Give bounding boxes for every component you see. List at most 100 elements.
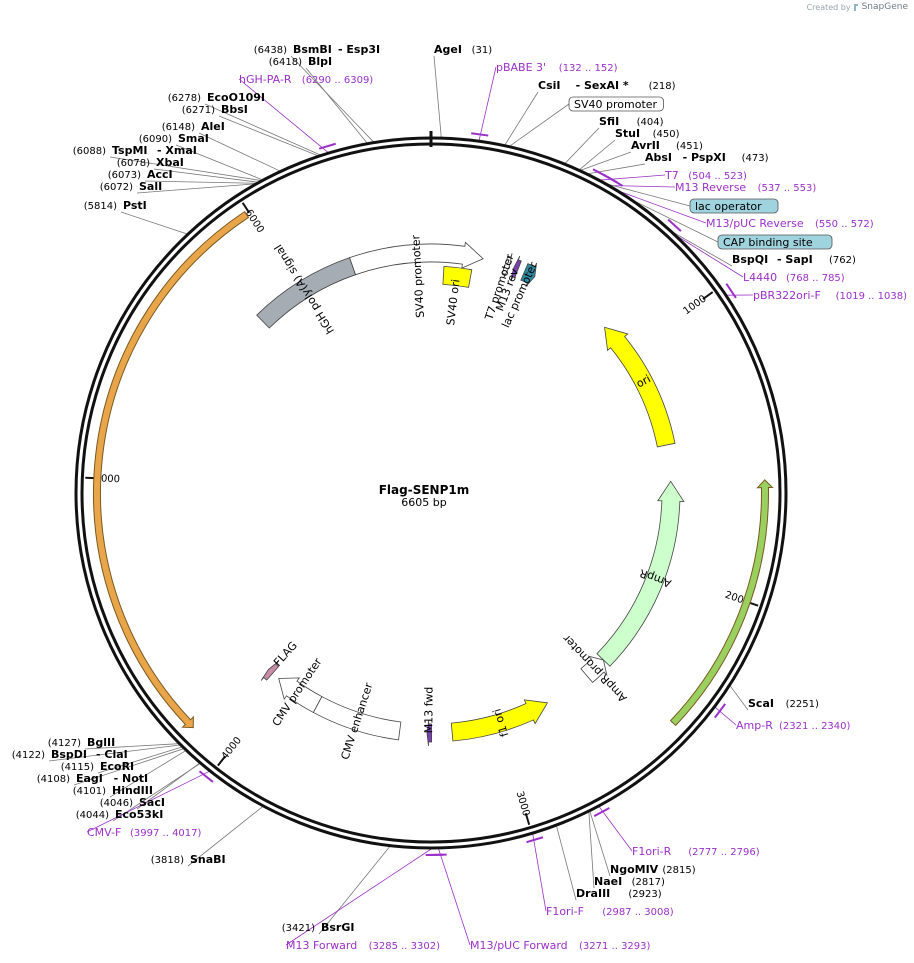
enzyme-leader-scai xyxy=(728,683,749,711)
primer-name: CMV-F xyxy=(87,826,121,839)
enzyme-name: SfiI xyxy=(599,115,619,128)
enzyme-position: (6148) xyxy=(162,122,195,133)
credit-brand: SnapGene xyxy=(861,2,908,12)
primer-range: (2987 .. 3008) xyxy=(602,907,674,918)
enzyme-position: (6090) xyxy=(139,134,172,145)
feature-ampr-promoter xyxy=(580,655,608,683)
enzyme-site-saci: SacI(4046) xyxy=(100,796,165,809)
map-center: Flag-SENP1m 6605 bp xyxy=(379,483,470,509)
enzyme-name: EcoRI xyxy=(100,760,134,773)
primer-pbr322ori-f: pBR322ori-F(1019 .. 1038) xyxy=(753,289,907,302)
feature-sv40-promoter xyxy=(349,241,484,276)
primer-range: (1019 .. 1038) xyxy=(836,291,908,302)
primer-leader-amp-r xyxy=(713,705,737,726)
enzyme-position: (2815) xyxy=(662,865,695,876)
enzyme-leader-bsrgi xyxy=(318,844,392,935)
features xyxy=(93,210,774,747)
enzyme-position: (762) xyxy=(829,255,856,266)
primer-range: (2777 .. 2796) xyxy=(688,847,760,858)
enzyme-isoschizomer: - PspXI xyxy=(683,151,726,164)
enzyme-name: AgeI xyxy=(434,43,462,56)
enzyme-name: BspQI xyxy=(732,253,768,266)
primer-hgh-pa-r: hGH-PA-R(6290 .. 6309) xyxy=(239,73,373,86)
feature-ampr-gene-strand xyxy=(669,479,774,727)
enzyme-position: (6418) xyxy=(269,57,302,68)
primer-range: (132 .. 152) xyxy=(559,63,618,74)
enzyme-isoschizomer: - Esp3I xyxy=(338,43,380,56)
enzyme-isoschizomer: - SexAI * xyxy=(576,79,629,92)
primer-range: (3997 .. 4017) xyxy=(130,828,202,839)
snapgene-credit: Created by SnapGene xyxy=(807,2,908,12)
enzyme-leader-alei xyxy=(198,132,283,173)
feature-label-ori: ori xyxy=(634,372,653,390)
enzyme-site-csii: CsiI- SexAI *(218) xyxy=(538,79,676,92)
enzyme-position: (451) xyxy=(676,141,703,152)
feature-label-m13-fwd: M13 fwd xyxy=(422,687,435,734)
primer-m13-puc-reverse: M13/pUC Reverse(550 .. 572) xyxy=(706,217,874,230)
enzyme-site-bspqi: BspQI - SapI (762) xyxy=(732,253,856,266)
enzyme-leader-sfii xyxy=(563,127,600,166)
snapgene-logo-icon xyxy=(853,3,858,11)
enzyme-name: StuI xyxy=(615,127,640,140)
enzyme-position: (404) xyxy=(637,117,664,128)
enzyme-position: (6078) xyxy=(117,158,150,169)
enzyme-leader-saci xyxy=(136,761,202,810)
primer-range: (2321 .. 2340) xyxy=(779,721,851,732)
enzyme-site-bbsi: BbsI(6271) xyxy=(182,103,248,116)
enzyme-site-sali: SalI(6072) xyxy=(100,180,162,193)
enzyme-position: (2923) xyxy=(628,889,661,900)
feature-label-hgh-poly-a-signal: hGH poly(A) signal xyxy=(272,242,337,336)
primer-name: M13/pUC Reverse xyxy=(706,217,804,230)
enzyme-position: (3421) xyxy=(282,923,315,934)
enzyme-leader-ecoo109i xyxy=(204,103,323,157)
enzyme-isoschizomer: - NotI xyxy=(114,772,149,785)
enzyme-site-hindiii: HindIII(4101) xyxy=(73,784,153,797)
tick-mark-4000 xyxy=(217,755,227,767)
enzyme-name: NgoMIV xyxy=(610,863,659,876)
enzyme-leader-bspqi xyxy=(665,227,733,267)
enzyme-leader-agei xyxy=(433,55,442,140)
primer-leader-m13-forward xyxy=(285,846,435,946)
primer-name: F1ori-R xyxy=(632,845,672,858)
enzyme-isoschizomer: - XmaI xyxy=(157,144,197,157)
enzyme-site-snabi: SnaBI(3818) xyxy=(151,853,226,866)
enzyme-name: BlpI xyxy=(308,55,332,68)
tick-mark-3000 xyxy=(524,812,531,826)
feature-label-sv40-promoter: SV40 promoter xyxy=(409,234,427,318)
enzyme-site-tspmi: TspMI- XmaI(6088) xyxy=(73,144,197,157)
boxed-label-text: lac operator xyxy=(695,200,762,213)
primer-m13-forward: M13 Forward(3285 .. 3302) xyxy=(286,939,440,952)
primer-leader-m13-puc-reverse xyxy=(610,187,707,224)
primer-leader-hgh-pa-r xyxy=(238,78,330,155)
enzyme-leader-tspmi xyxy=(109,156,264,182)
enzyme-leader-hindiii xyxy=(109,749,188,798)
primer-leader-l4440 xyxy=(669,230,744,278)
enzyme-position: (6271) xyxy=(182,105,215,116)
primer-mark-pbr322ori-f xyxy=(725,283,737,299)
enzyme-site-ecoo109i: EcoO109I(6278) xyxy=(168,91,265,104)
enzyme-name: Eco53kI xyxy=(115,808,163,821)
enzyme-name: PstI xyxy=(123,199,147,212)
enzyme-leader-psti xyxy=(120,211,190,235)
enzyme-position: (3818) xyxy=(151,855,184,866)
primer-mark-pbabe-3 xyxy=(471,132,489,137)
plasmid-size: 6605 bp xyxy=(401,496,446,509)
feature-ampr xyxy=(596,480,685,667)
primer-range: (3271 .. 3293) xyxy=(579,941,651,952)
enzyme-isoschizomer: - SapI xyxy=(777,253,813,266)
enzyme-position: (6278) xyxy=(168,93,201,104)
enzyme-name: BsmBI xyxy=(293,43,332,56)
feature-sv40-ori xyxy=(442,265,473,288)
enzyme-name: SacI xyxy=(139,796,165,809)
enzyme-site-absi: AbsI- PspXI(473) xyxy=(645,151,769,164)
primer-range: (504 .. 523) xyxy=(688,171,747,182)
enzyme-name: ScaI xyxy=(748,697,774,710)
feature-label-flag: FLAG xyxy=(271,639,300,669)
primer-name: M13/pUC Forward xyxy=(470,939,568,952)
tick-label-1000: 1000 xyxy=(682,293,709,317)
enzyme-leader-bglii xyxy=(84,743,181,750)
enzyme-leader-bbsi xyxy=(218,115,321,158)
enzyme-site-scai: ScaI(2251) xyxy=(748,697,819,710)
primer-name: L4440 xyxy=(743,271,777,284)
